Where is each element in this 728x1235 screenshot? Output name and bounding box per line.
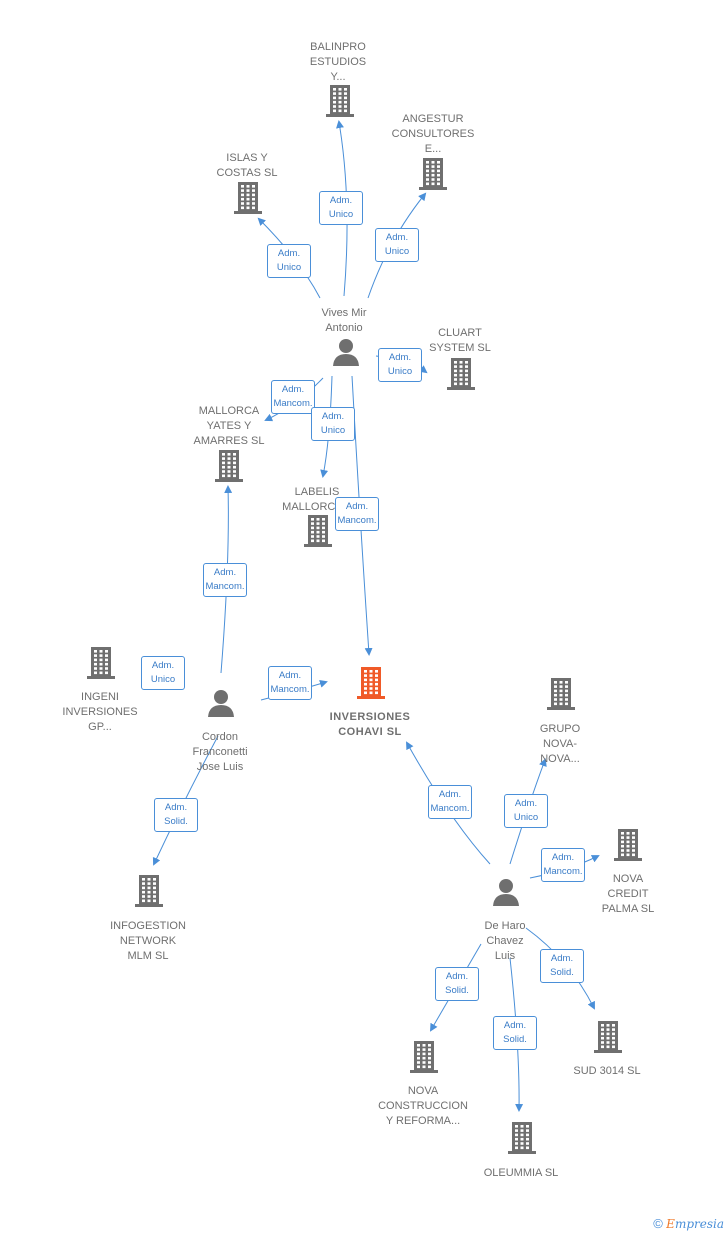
brand-initial: E [666,1217,675,1231]
company-label-cluart[interactable]: CLUART SYSTEM SL [429,327,491,354]
company-label-nova-construccion[interactable]: NOVA CONSTRUCCION Y REFORMA... [378,1085,468,1127]
role-badge[interactable]: Adm. Unico [267,244,311,278]
company-label-balinpro[interactable]: BALINPRO ESTUDIOS Y... [309,41,367,83]
role-badge[interactable]: Adm. Solid. [540,949,584,983]
company-label-nova-credit[interactable]: NOVA CREDIT PALMA SL [601,873,655,915]
company-label-inversiones[interactable]: INVERSIONES COHAVI SL [329,711,411,738]
company-label-infogestion[interactable]: INFOGESTION NETWORK MLM SL [110,920,186,962]
role-badge[interactable]: Adm. Unico [141,656,185,690]
building-icon[interactable] [303,513,333,552]
role-badge[interactable]: Adm. Mancom. [335,497,379,531]
building-icon[interactable] [418,156,448,195]
building-icon[interactable] [86,645,116,684]
role-badge[interactable]: Adm. Unico [311,407,355,441]
building-icon[interactable] [356,665,386,704]
company-label-ingeni[interactable]: INGENI INVERSIONES GP... [62,691,138,733]
building-icon[interactable] [593,1019,623,1058]
footer-brand[interactable]: © Empresia [653,1216,724,1231]
building-icon[interactable] [214,448,244,487]
company-label-oleummia[interactable]: OLEUMMIA SL [483,1167,559,1179]
role-badge[interactable]: Adm. Mancom. [268,666,312,700]
building-icon[interactable] [613,827,643,866]
person-label-vives[interactable]: Vives Mir Antonio [321,307,367,334]
brand-logo: Empresia [666,1217,724,1231]
person-icon[interactable] [491,877,521,912]
role-badge[interactable]: Adm. Unico [375,228,419,262]
role-badge[interactable]: Adm. Unico [378,348,422,382]
role-badge[interactable]: Adm. Solid. [435,967,479,1001]
building-icon[interactable] [546,676,576,715]
building-icon[interactable] [409,1039,439,1078]
person-label-deharo[interactable]: De Haro Chavez Luis [484,920,526,962]
role-badge[interactable]: Adm. Solid. [493,1016,537,1050]
company-label-sud3014[interactable]: SUD 3014 SL [573,1065,641,1077]
company-label-islas[interactable]: ISLAS Y COSTAS SL [216,152,278,179]
building-icon[interactable] [325,83,355,122]
building-icon[interactable] [233,180,263,219]
role-badge[interactable]: Adm. Mancom. [428,785,472,819]
copyright-symbol: © [653,1216,663,1231]
company-label-angestur[interactable]: ANGESTUR CONSULTORES E... [391,113,475,155]
role-badge[interactable]: Adm. Solid. [154,798,198,832]
role-badge[interactable]: Adm. Mancom. [541,848,585,882]
company-label-grupo-nova[interactable]: GRUPO NOVA- NOVA... [539,723,581,765]
brand-rest: mpresia [674,1217,724,1231]
person-icon[interactable] [331,337,361,372]
building-icon[interactable] [446,356,476,395]
role-badge[interactable]: Adm. Mancom. [271,380,315,414]
company-label-mallorca-yates[interactable]: MALLORCA YATES Y AMARRES SL [193,405,265,447]
role-badge[interactable]: Adm. Mancom. [203,563,247,597]
person-label-cordon[interactable]: Cordon Franconetti Jose Luis [192,731,248,773]
building-icon[interactable] [507,1120,537,1159]
building-icon[interactable] [134,873,164,912]
person-icon[interactable] [206,688,236,723]
role-badge[interactable]: Adm. Unico [504,794,548,828]
role-badge[interactable]: Adm. Unico [319,191,363,225]
company-label-labelis[interactable]: LABELIS MALLORCA... [282,486,352,513]
